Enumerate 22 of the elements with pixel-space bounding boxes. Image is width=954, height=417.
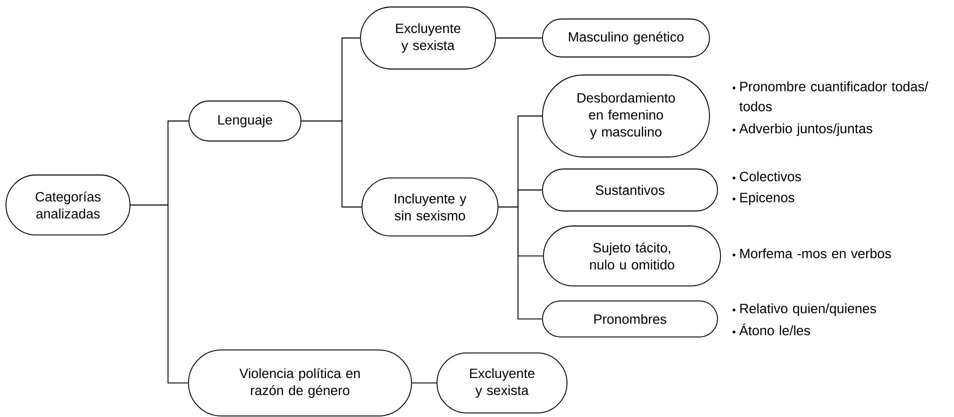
rounded-box: Violencia política en razón de género: [188, 350, 412, 416]
rounded-box: Sujeto tácito, nulo u omitido: [543, 226, 721, 286]
connector-line: [301, 120, 362, 208]
connector-line: [130, 204, 188, 384]
rounded-box: Pronombres: [542, 300, 718, 338]
rounded-box: Desbordamiento en femenino y masculino: [542, 74, 710, 158]
rounded-box: Incluyente y sin sexismo: [362, 178, 498, 236]
bullet-item: Adverbio juntos/juntas: [732, 123, 872, 136]
connector-line: [412, 382, 437, 384]
bullet-item: Colectivos: [732, 171, 801, 182]
bullet-item: Átono le/les: [732, 323, 810, 336]
rounded-box: Excluyente y sexista: [360, 6, 496, 70]
bullet-item: Epicenos: [732, 192, 794, 205]
rounded-box: Sustantivos: [542, 168, 718, 212]
rounded-box: Masculino genético: [542, 18, 710, 58]
rounded-box: Lenguaje: [188, 100, 302, 142]
bullet-item: Relativo quien/quienes: [732, 303, 876, 316]
bullet-item: Morfema -mos en verbos: [732, 248, 891, 258]
rounded-box: Excluyente y sexista: [436, 352, 568, 414]
rounded-box: Categorías analizadas: [6, 174, 130, 236]
connector-line: [498, 206, 542, 320]
bullet-item: Pronombre cuantificador todas/ todos: [732, 81, 928, 112]
